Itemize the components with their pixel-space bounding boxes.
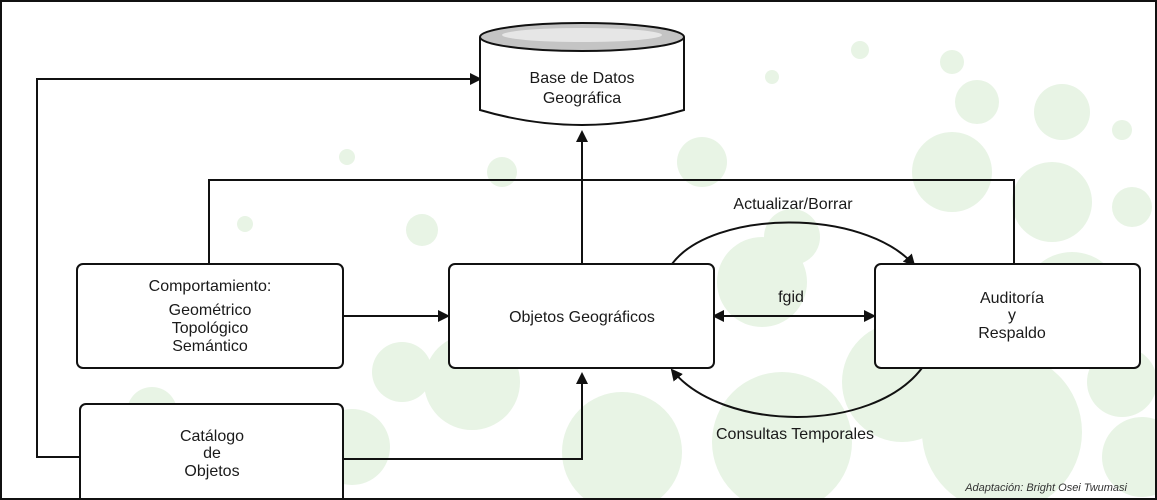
behavior-title: Comportamiento:: [149, 278, 272, 295]
database-label-line1: Base de Datos: [530, 70, 635, 87]
temporal-queries-arc: [670, 367, 923, 418]
catalog-label-line2: de: [203, 445, 221, 462]
behavior-node: Comportamiento: Geométrico Topológico Se…: [76, 263, 344, 369]
fgid-label: fgid: [778, 289, 804, 306]
audit-label-line1: Auditoría: [980, 290, 1044, 307]
objects-label: Objetos Geográficos: [509, 309, 655, 326]
audit-label-line3: Respaldo: [978, 325, 1046, 342]
temporal-queries-label: Consultas Temporales: [716, 426, 874, 443]
catalog-node: Catálogo de Objetos: [79, 403, 344, 498]
database-label-line2: Geográfica: [543, 90, 621, 107]
audit-label-line2: y: [1008, 307, 1016, 324]
catalog-label-line1: Catálogo: [180, 428, 244, 445]
behavior-audit-connector: [208, 179, 1015, 264]
behavior-item-geometric: Geométrico: [169, 302, 252, 319]
behavior-item-semantic: Semántico: [172, 338, 248, 355]
update-delete-arc: [671, 221, 916, 267]
catalog-to-database-edge: [36, 73, 482, 458]
database-node: Base de Datos Geográfica: [479, 22, 685, 126]
catalog-to-objects-edge: [343, 372, 588, 460]
behavior-item-topological: Topológico: [172, 320, 249, 337]
audit-node: Auditoría y Respaldo: [874, 263, 1141, 369]
catalog-label-line3: Objetos: [184, 463, 239, 480]
credit-note: Adaptación: Bright Osei Twumasi: [965, 482, 1127, 494]
update-delete-label: Actualizar/Borrar: [733, 196, 853, 213]
background-bubbles: [127, 41, 1155, 498]
objects-node: Objetos Geográficos: [448, 263, 715, 369]
